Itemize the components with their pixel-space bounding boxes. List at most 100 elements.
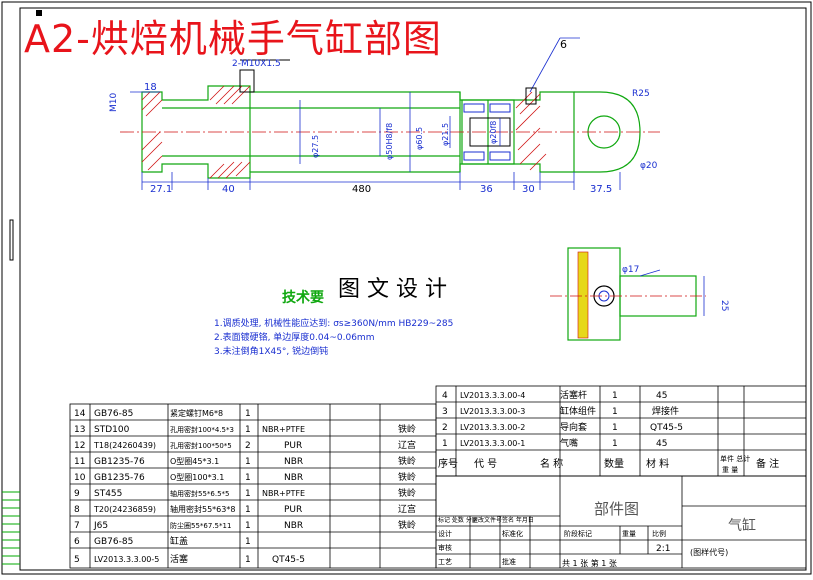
bom-left-name: 孔用密封100*50*5 (170, 441, 232, 450)
bom-right-no: 1 (442, 439, 448, 449)
bom-left-no: 6 (74, 537, 80, 547)
bom-left-qty: 1 (245, 521, 251, 531)
tb-label-1: 更改文件号 (472, 516, 502, 524)
dimension-lines (130, 37, 621, 190)
bom-left-mat: NBR (284, 521, 303, 531)
tb-label-7: 比例 (652, 529, 666, 538)
bom-left-mat: PUR (284, 441, 302, 451)
bom-header-no: 序号 (438, 457, 458, 470)
bom-right-code: LV2013.3.3.00-2 (460, 423, 525, 432)
bom-right-no: 4 (442, 391, 448, 401)
bom-left-name: 孔用密封100*4.5*3 (170, 425, 234, 434)
tb-label-6: 重量 (622, 530, 636, 538)
tb-label-8: 审核 (438, 543, 452, 552)
bom-left-rows: 14 GB76-85 紧定螺钉M6*8 1 13 STD100 孔用密封100*… (74, 408, 416, 565)
bom-left-qty: 1 (245, 473, 251, 483)
scale-value: 2:1 (656, 544, 670, 554)
bom-right-mat: 焊接件 (652, 405, 679, 417)
bom-left-code: GB1235-76 (94, 457, 145, 467)
piston-seals (463, 103, 511, 161)
bom-left-name: 防尘圈55*67.5*11 (170, 521, 231, 530)
bom-left-qty: 1 (245, 425, 251, 435)
bom-right-code: LV2013.3.3.00-4 (460, 391, 525, 400)
bom-left-mat: PUR (284, 505, 302, 515)
bom-left-mat: NBR+PTFE (262, 489, 305, 498)
bom-left-name: 活塞 (170, 553, 188, 565)
bom-left-mat: NBR+PTFE (262, 425, 305, 434)
bom-left-no: 5 (74, 555, 80, 565)
bom-left-note: 铁岭 (398, 423, 416, 435)
bom-left-mat: QT45-5 (272, 555, 305, 565)
bottom-dim-4: 30 (522, 184, 535, 195)
bom-left-qty: 1 (245, 489, 251, 499)
drawing-code: (图样代号) (690, 547, 728, 557)
side-view (550, 247, 706, 341)
side-view-text: φ17 25 (622, 265, 729, 311)
dim-phi50-label: φ50H8/f8 (385, 123, 394, 160)
tb-label-0: 标记 处数 分区 (438, 516, 478, 524)
dim-phi27-label: φ27.5 (311, 135, 320, 158)
tech-req-lines: 1.调质处理, 机械性能应达到: σs≥360N/mm HB229~285 2.… (214, 317, 453, 357)
sheet-count: 共 1 张 第 1 张 (562, 558, 617, 568)
bom-right-no: 3 (442, 407, 448, 417)
design-stamp: 图 文 设 计 (338, 277, 447, 302)
bottom-dim-1: 40 (222, 184, 235, 195)
bom-right-name: 缸体组件 (560, 405, 596, 417)
bom-left-mat: NBR (284, 473, 303, 483)
bom-header-note: 备 注 (756, 457, 779, 470)
bom-right-grid (435, 385, 807, 477)
dim-phi20-label: φ20 (640, 161, 658, 171)
bottom-dim-2: 480 (352, 184, 371, 195)
bom-header-mat: 材 料 (646, 457, 669, 470)
dim-18-label: 18 (144, 82, 157, 93)
bom-left-note: 铁岭 (398, 471, 416, 483)
bom-left-name: O型圈100*3.1 (170, 473, 224, 482)
bom-left-name: 轴用密封55*63*8 (170, 504, 235, 514)
dim-phi21-label: φ21.5 (441, 123, 450, 146)
bom-header-unit: 单件 总计 (720, 454, 750, 463)
bottom-dim-3: 36 (480, 184, 493, 195)
bom-left-name: 缸盖 (170, 535, 188, 547)
bom-right-no: 2 (442, 423, 448, 433)
sheet-inner-border (19, 7, 807, 571)
bom-right-name: 活塞杆 (560, 389, 587, 401)
bom-left-note: 铁岭 (398, 487, 416, 499)
dim-phi20b-label: φ20f8 (489, 121, 498, 144)
bom-left-name: 轴用密封55*6.5*5 (170, 489, 230, 498)
bom-left-note: 辽宫 (398, 503, 416, 515)
bom-right-qty: 1 (612, 391, 618, 401)
bom-left-no: 9 (74, 489, 80, 499)
bom-header-weight: 重 量 (722, 466, 738, 474)
title-block-text: 部件图 气缸 2:1 共 1 张 第 1 张 (图样代号) 标记 处数 分区 更… (438, 500, 756, 568)
main-dimension-text: 2-M10X1.5 M10 18 R25 φ20 φ27.5 φ50H8/f8 … (109, 38, 658, 195)
bom-right-mat: 45 (656, 391, 667, 401)
title-block-grid (435, 475, 807, 569)
air-ports (239, 59, 537, 105)
callout-6-label: 6 (560, 38, 567, 51)
bom-left-code: J65 (93, 521, 108, 531)
bom-left-note: 辽宫 (398, 439, 416, 451)
bom-right-qty: 1 (612, 407, 618, 417)
bom-left-code: STD100 (94, 425, 130, 435)
tb-label-2: 签名 年月日 (502, 516, 534, 524)
bom-header: 序号 代 号 名 称 数量 材 料 单件 总计 重 量 备 注 (438, 454, 779, 474)
tech-req-heading: 技术要 (282, 289, 324, 306)
bom-left-no: 11 (74, 457, 85, 467)
bom-left-qty: 1 (245, 505, 251, 515)
top-left-marks (9, 10, 42, 261)
binding-marks (2, 491, 20, 565)
bom-right-mat: QT45-5 (650, 423, 683, 433)
bom-left-no: 8 (74, 505, 80, 515)
bom-header-qty: 数量 (604, 457, 624, 470)
dim-phi60-label: φ60.5 (415, 127, 424, 150)
bom-left-grid (69, 403, 437, 569)
bom-left-no: 12 (74, 441, 85, 451)
tech-req-line-1: 1.调质处理, 机械性能应达到: σs≥360N/mm HB229~285 (214, 317, 453, 329)
tb-label-3: 设计 (438, 529, 452, 538)
bom-left-note: 铁岭 (398, 455, 416, 467)
tb-label-5: 阶段标记 (564, 529, 592, 538)
bom-left-no: 13 (74, 425, 85, 435)
part-name: 气缸 (728, 517, 756, 534)
